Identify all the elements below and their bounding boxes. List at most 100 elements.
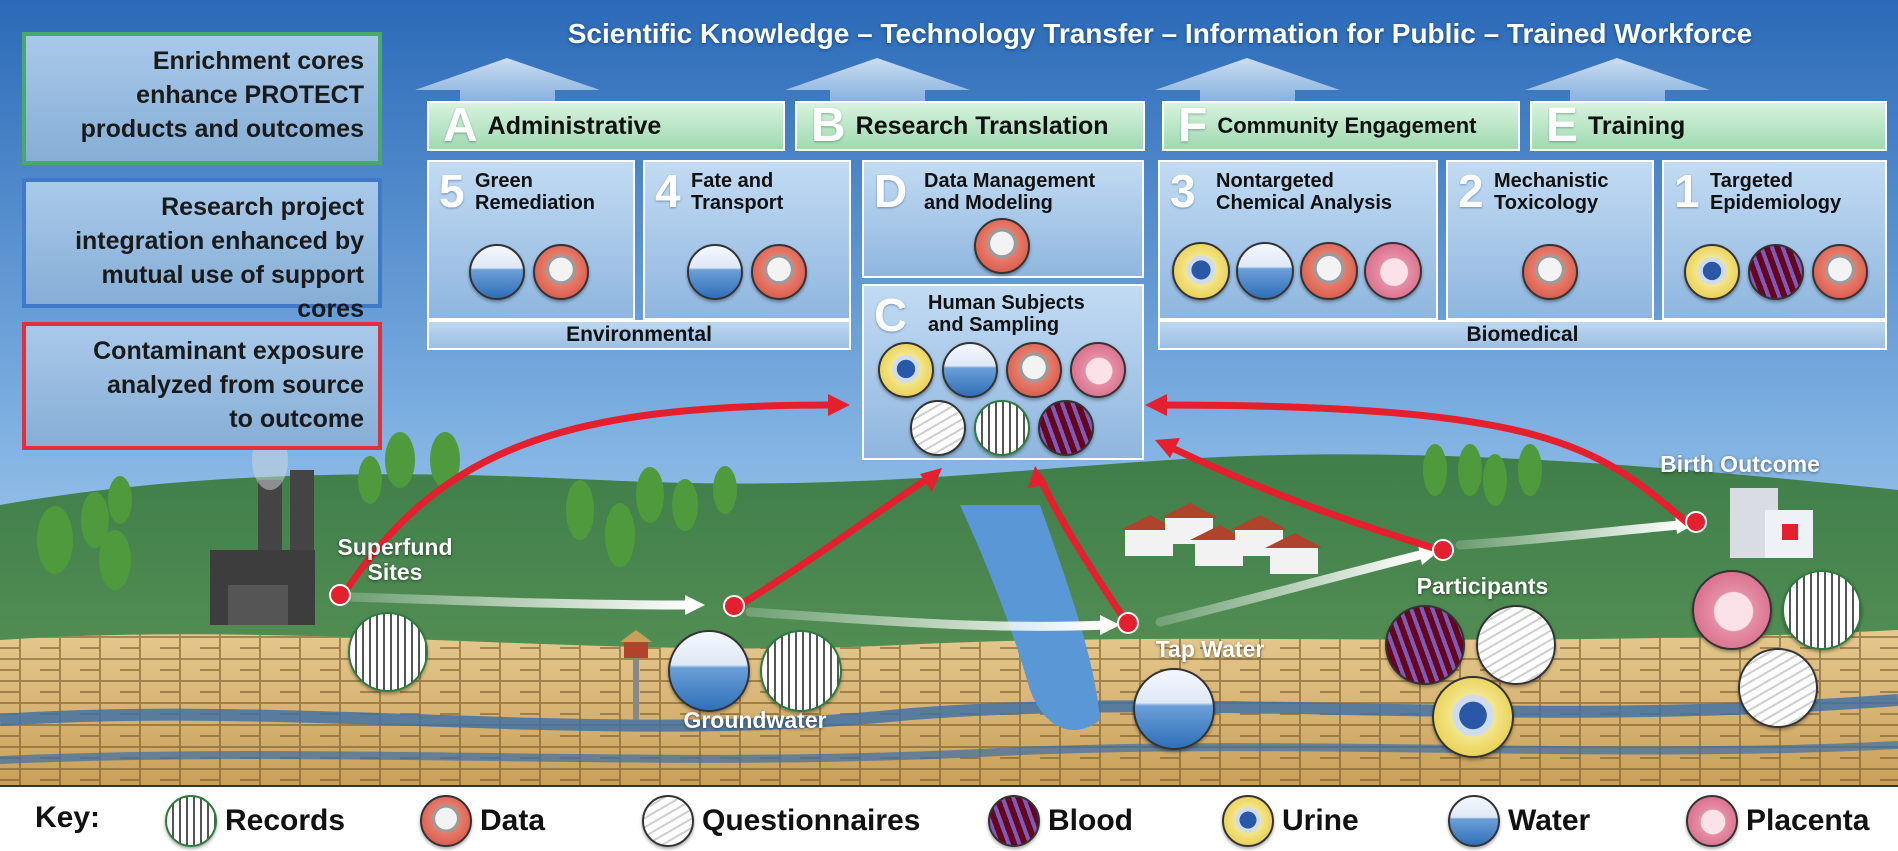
- questionnaires-icon: [1738, 648, 1818, 728]
- project-number: 1: [1674, 165, 1700, 217]
- records-icon: [1782, 570, 1862, 650]
- core-letter: A: [443, 99, 478, 152]
- core-header-administrative: A Administrative: [427, 101, 785, 151]
- data-icon: [533, 244, 589, 300]
- blood-icon: [988, 795, 1040, 847]
- records-icon: [348, 612, 428, 692]
- water-icon: [1133, 668, 1215, 750]
- project-name: Fate and Transport: [691, 170, 784, 214]
- water-icon: [1236, 242, 1294, 300]
- red-flow-arrows: [341, 401, 1694, 624]
- label-participants: Participants: [1416, 573, 1549, 599]
- legend-line: Enrichment cores: [152, 47, 364, 75]
- label-superfund-sites: Superfund Sites: [337, 534, 453, 585]
- core-letter: C: [874, 289, 908, 341]
- node-tap-water: [1117, 612, 1139, 634]
- key-label: Blood: [1048, 804, 1133, 837]
- project-name: Targeted Epidemiology: [1710, 170, 1842, 214]
- project-number: 5: [439, 165, 465, 217]
- group-environmental: Environmental: [427, 320, 851, 350]
- water-icon: [469, 244, 525, 300]
- project-name: Mechanistic Toxicology: [1494, 170, 1609, 214]
- label-tap-water: Tap Water: [1155, 636, 1265, 662]
- node-superfund: [329, 584, 351, 606]
- water-icon: [668, 630, 750, 712]
- data-icon: [1300, 242, 1358, 300]
- questionnaires-icon: [910, 400, 966, 456]
- project-number: 2: [1458, 165, 1484, 217]
- trees-graphic: [37, 432, 1542, 590]
- key-label: Placenta: [1746, 804, 1870, 837]
- project-2-mechanistic-toxicology: 2 Mechanistic Toxicology: [1446, 160, 1654, 320]
- urine-icon: [1172, 242, 1230, 300]
- data-icon: [1006, 342, 1062, 398]
- data-icon: [420, 795, 472, 847]
- blood-icon: [1038, 400, 1094, 456]
- key-item-data: Data: [420, 795, 546, 847]
- placenta-icon: [1692, 570, 1772, 650]
- key-item-urine: Urine: [1222, 795, 1359, 847]
- key-label: Data: [480, 804, 546, 837]
- core-header-community-engagement: F Community Engagement: [1162, 101, 1520, 151]
- project-5-green-remediation: 5 Green Remediation: [427, 160, 635, 320]
- core-name: Research Translation: [855, 111, 1109, 140]
- houses-graphic: [1120, 503, 1323, 574]
- records-icon: [760, 630, 842, 712]
- node-participants: [1432, 539, 1454, 561]
- questionnaires-icon: [642, 795, 694, 847]
- project-name: Green Remediation: [475, 170, 596, 214]
- key-label: Urine: [1282, 804, 1359, 837]
- data-icon: [1812, 244, 1868, 300]
- data-icon: [751, 244, 807, 300]
- urine-icon: [1432, 676, 1514, 758]
- group-biomedical: Biomedical: [1158, 320, 1887, 350]
- blood-icon: [1385, 605, 1465, 685]
- node-birth-outcome: [1685, 511, 1707, 533]
- questionnaires-icon: [1476, 605, 1556, 685]
- core-name: Community Engagement: [1217, 113, 1477, 138]
- water-icon: [1448, 795, 1500, 847]
- red-arrowheads: [828, 394, 1180, 492]
- source-to-outcome-arrows: [345, 520, 1685, 631]
- well-graphic: [620, 630, 652, 720]
- water-icon: [942, 342, 998, 398]
- legend-line: integration enhanced by: [75, 227, 364, 255]
- core-letter: E: [1546, 99, 1579, 152]
- core-letter: B: [811, 99, 846, 152]
- project-4-fate-and-transport: 4 Fate and Transport: [643, 160, 851, 320]
- key-label: Water: [1508, 804, 1591, 837]
- legend-line: analyzed from source: [106, 371, 364, 399]
- key-item-placenta: Placenta: [1686, 795, 1870, 847]
- key-item-blood: Blood: [988, 795, 1133, 847]
- key-item-water: Water: [1448, 795, 1591, 847]
- key-item-questionnaires: Questionnaires: [642, 795, 921, 847]
- key-item-records: Records: [165, 795, 345, 847]
- urine-icon: [1222, 795, 1274, 847]
- project-3-nontargeted-chemical-analysis: 3 Nontargeted Chemical Analysis: [1158, 160, 1438, 320]
- node-groundwater: [723, 595, 745, 617]
- key-title: Key:: [35, 801, 101, 834]
- urine-icon: [1684, 244, 1740, 300]
- label-groundwater: Groundwater: [683, 707, 827, 733]
- blood-icon: [1748, 244, 1804, 300]
- core-name: Training: [1588, 111, 1686, 140]
- core-letter: D: [874, 165, 908, 217]
- project-number: 4: [655, 165, 681, 217]
- key-label: Questionnaires: [702, 804, 921, 837]
- placenta-icon: [1364, 242, 1422, 300]
- legend-line: products and outcomes: [80, 115, 364, 143]
- project-number: 3: [1170, 165, 1196, 217]
- key-legend-bar: Key: Records Data Questionnaires Blood U…: [0, 785, 1898, 851]
- label-birth-outcome: Birth Outcome: [1660, 451, 1820, 477]
- core-name: Human Subjects and Sampling: [928, 292, 1085, 336]
- water-icon: [687, 244, 743, 300]
- core-name: Data Management and Modeling: [924, 170, 1096, 214]
- legend-line: Research project: [161, 193, 364, 221]
- placenta-icon: [1070, 342, 1126, 398]
- core-header-training: E Training: [1530, 101, 1887, 151]
- data-icon: [974, 218, 1030, 274]
- headline-outcomes: Scientific Knowledge – Technology Transf…: [567, 18, 1753, 49]
